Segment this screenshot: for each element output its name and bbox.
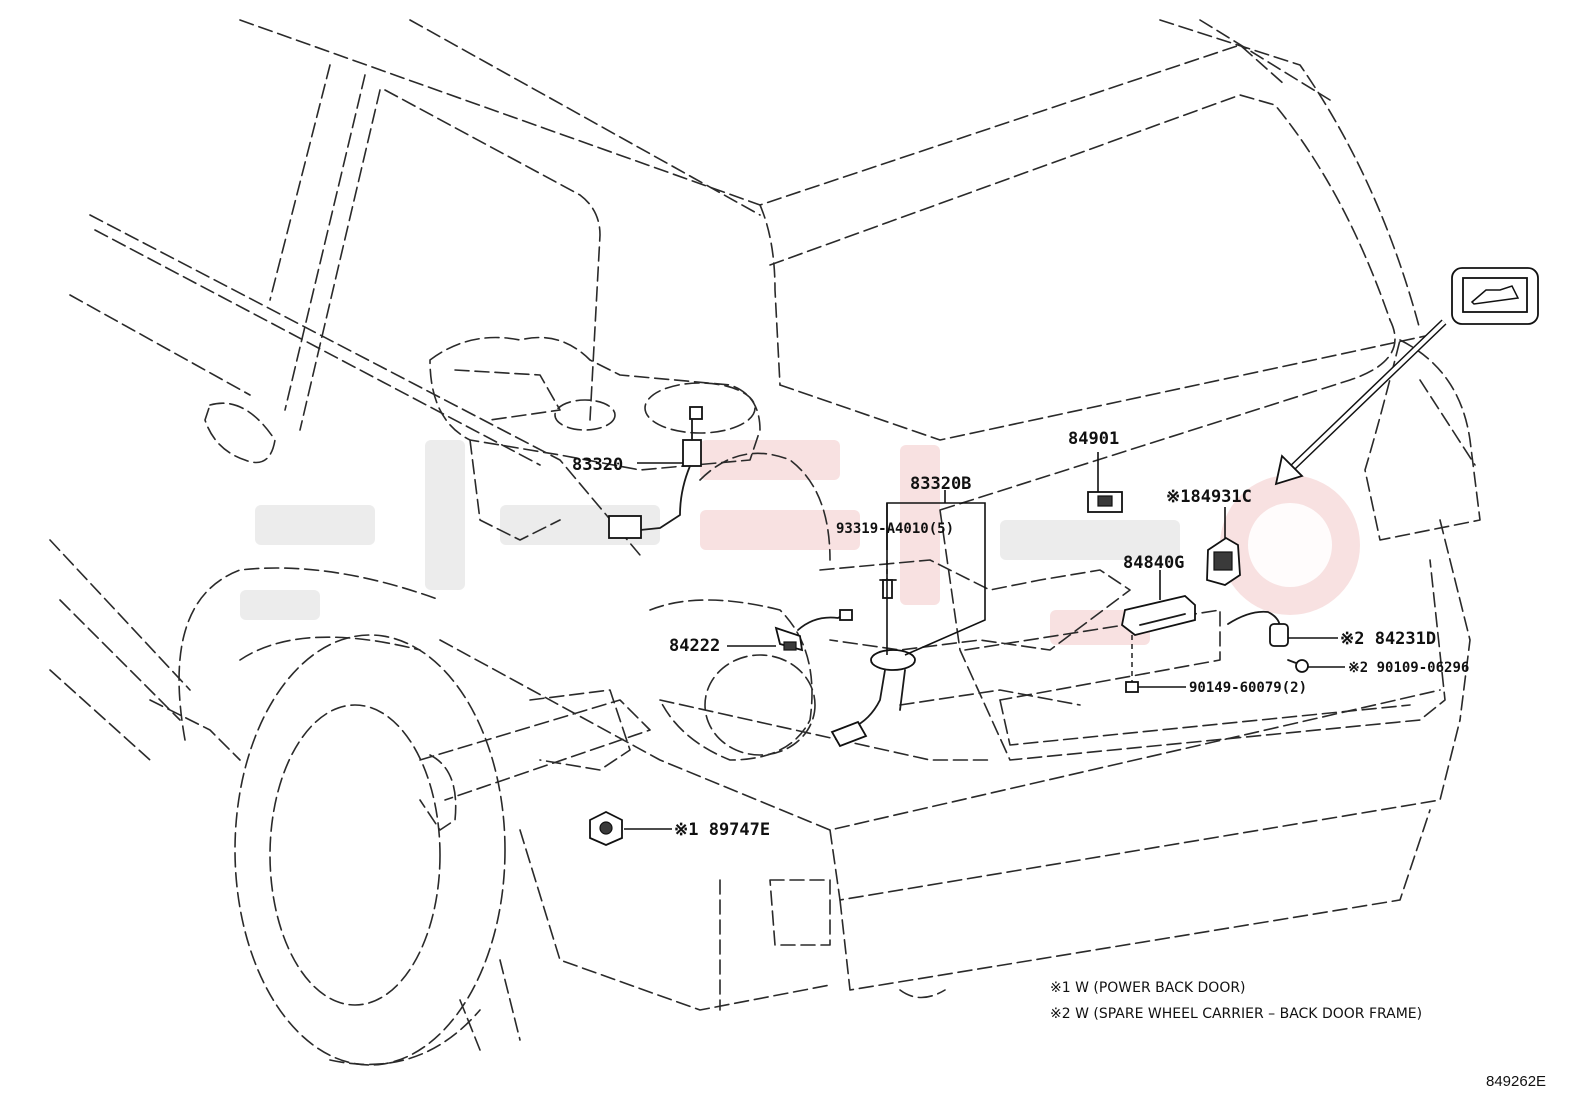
vehicle-outline	[49, 19, 1481, 1066]
note-power-back-door: ※1 W (POWER BACK DOOR)	[1050, 980, 1246, 996]
label-93319-A4010: 93319-A4010(5)	[836, 521, 954, 537]
label-84840G: 84840G	[1123, 553, 1184, 573]
label-90109-06296: ※2 90109-06296	[1348, 660, 1469, 676]
part-84840G-opener-switch	[1121, 595, 1196, 636]
door-arrow	[1274, 319, 1447, 486]
part-83320-fuel-sender	[608, 406, 703, 539]
label-84222: 84222	[669, 636, 720, 656]
part-89747E-sensor	[589, 810, 623, 846]
back-door-open-icon	[1451, 267, 1539, 325]
part-84931C-back-door-switch	[1206, 536, 1241, 586]
label-84931C: ※184931C	[1166, 487, 1252, 507]
part-84231D-sensor	[1227, 610, 1289, 647]
label-83320B: 83320B	[910, 474, 971, 494]
diagram-id: 849262E	[1486, 1073, 1546, 1090]
part-93319-screw	[879, 560, 897, 599]
part-83320B-sender-gauge	[830, 649, 916, 748]
part-84222-sensor	[774, 609, 853, 652]
notes: ※1 W (POWER BACK DOOR) ※2 W (SPARE WHEEL…	[1050, 980, 1422, 1022]
label-89747E: ※1 89747E	[674, 820, 770, 840]
part-90109-bolt	[1287, 659, 1309, 673]
label-83320: 83320	[572, 455, 623, 475]
note-spare-wheel-carrier: ※2 W (SPARE WHEEL CARRIER – BACK DOOR FR…	[1050, 1006, 1422, 1022]
label-84231D: ※2 84231D	[1340, 629, 1436, 649]
label-84901: 84901	[1068, 429, 1119, 449]
leader-lines	[624, 452, 1345, 830]
part-84901-switch	[1087, 491, 1123, 513]
label-90149-60079: 90149-60079(2)	[1189, 680, 1307, 696]
part-labels: 83320 83320B 93319-A4010(5) 84901 ※18493…	[572, 429, 1469, 840]
